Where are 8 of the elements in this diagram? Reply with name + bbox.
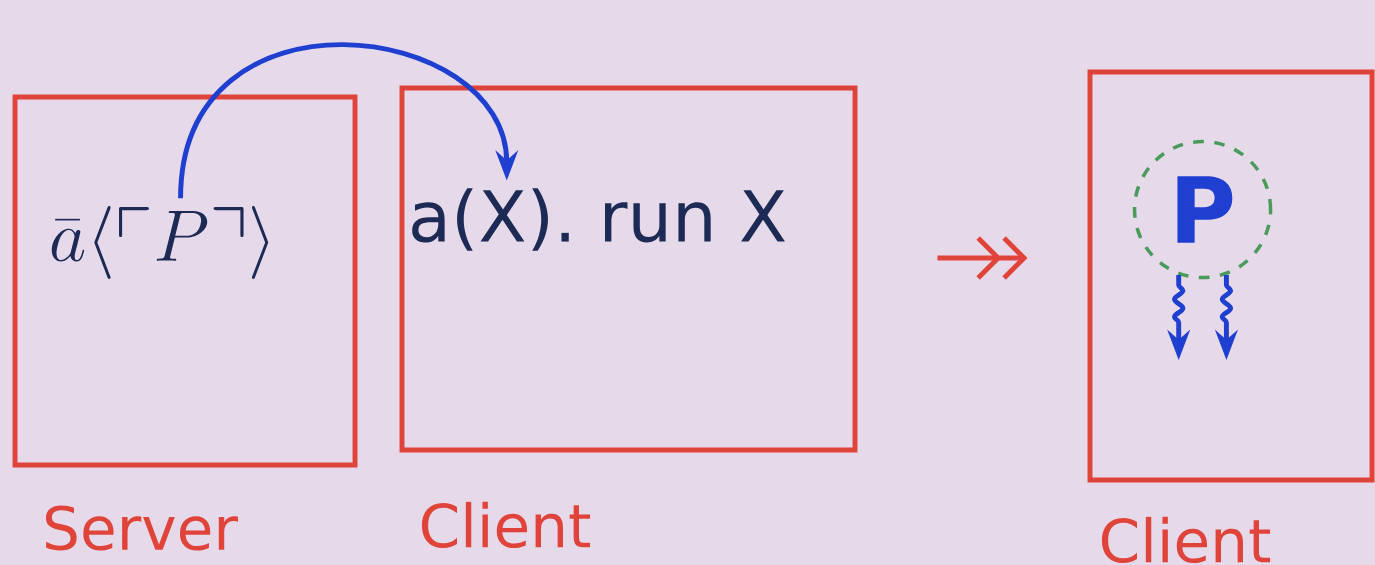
term: a(X). run X bbox=[412, 188, 785, 251]
curved-arrow bbox=[178, 42, 519, 199]
circled-term: P bbox=[1132, 139, 1273, 280]
double-arrow bbox=[937, 236, 1028, 280]
panel-label: Client bbox=[421, 501, 591, 549]
panel-label: Server bbox=[45, 505, 238, 551]
term: $\bar{a}\langle\ulcorner P\urcorner\rangle$ bbox=[51, 206, 269, 279]
panel-label: Client bbox=[1101, 516, 1271, 564]
